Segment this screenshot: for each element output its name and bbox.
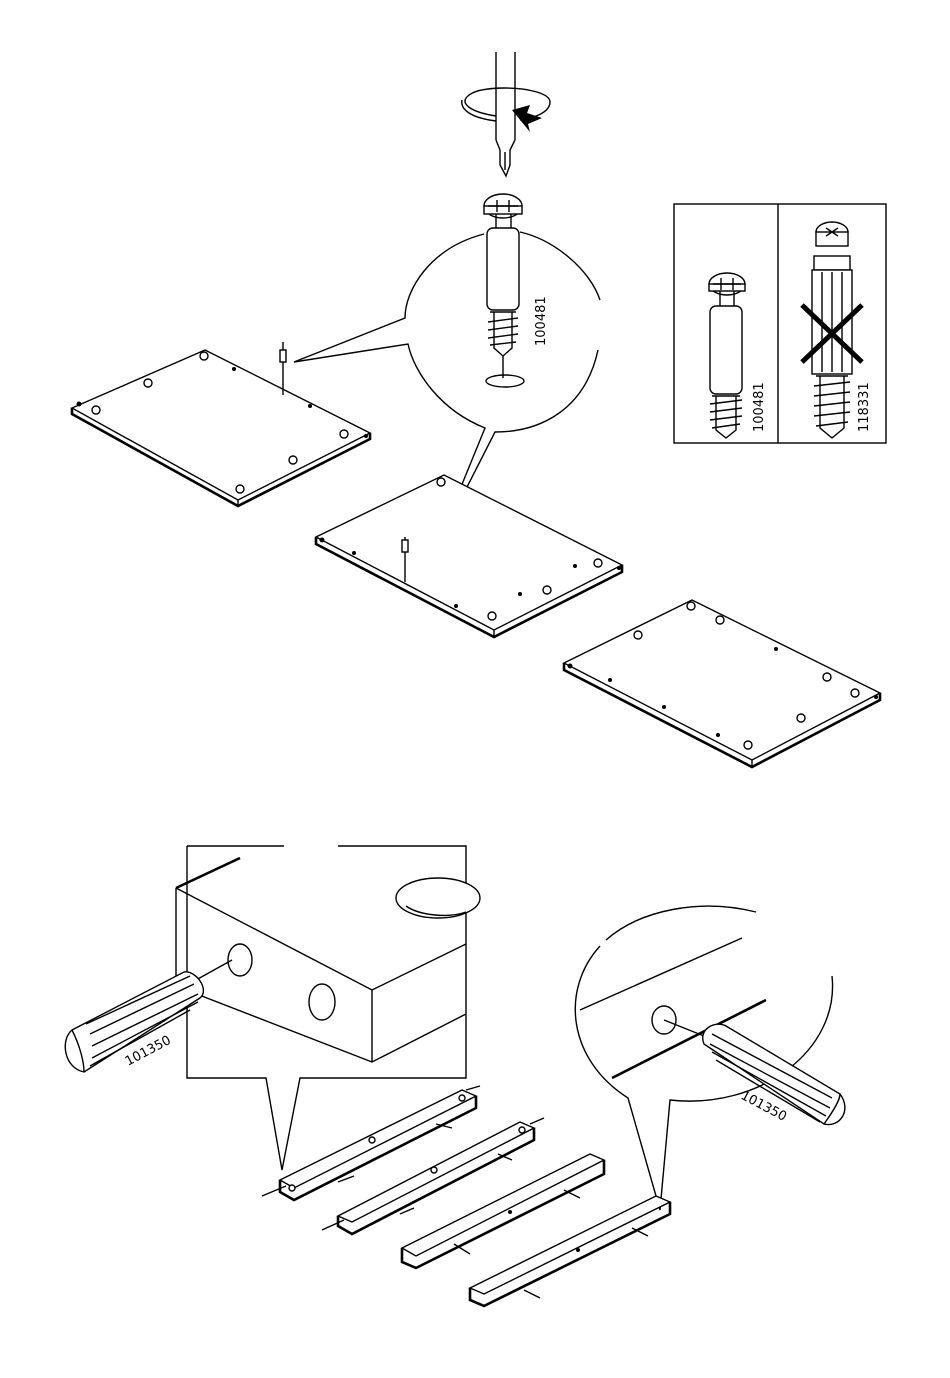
correct-bolt (709, 273, 745, 438)
wrong-bolt-number-label: 118331 (857, 382, 872, 432)
rotate-arrow-icon (462, 88, 550, 132)
bolt-comparison-box (674, 204, 886, 443)
rail-2 (322, 1118, 544, 1234)
cam-bolt-head (484, 194, 522, 228)
cam-bolt-in-magnifier (486, 228, 524, 387)
magnifier-callout-right (575, 906, 832, 1210)
screwdriver (496, 52, 515, 176)
panel-lower-right (564, 600, 880, 767)
cam-bolt-number-label: 100481 (534, 296, 549, 346)
detail-box (176, 846, 480, 1170)
correct-bolt-number-label: 100481 (752, 382, 767, 432)
panel-middle (316, 475, 622, 637)
wrong-bolt (812, 222, 852, 438)
panel-upper-left (72, 342, 370, 506)
